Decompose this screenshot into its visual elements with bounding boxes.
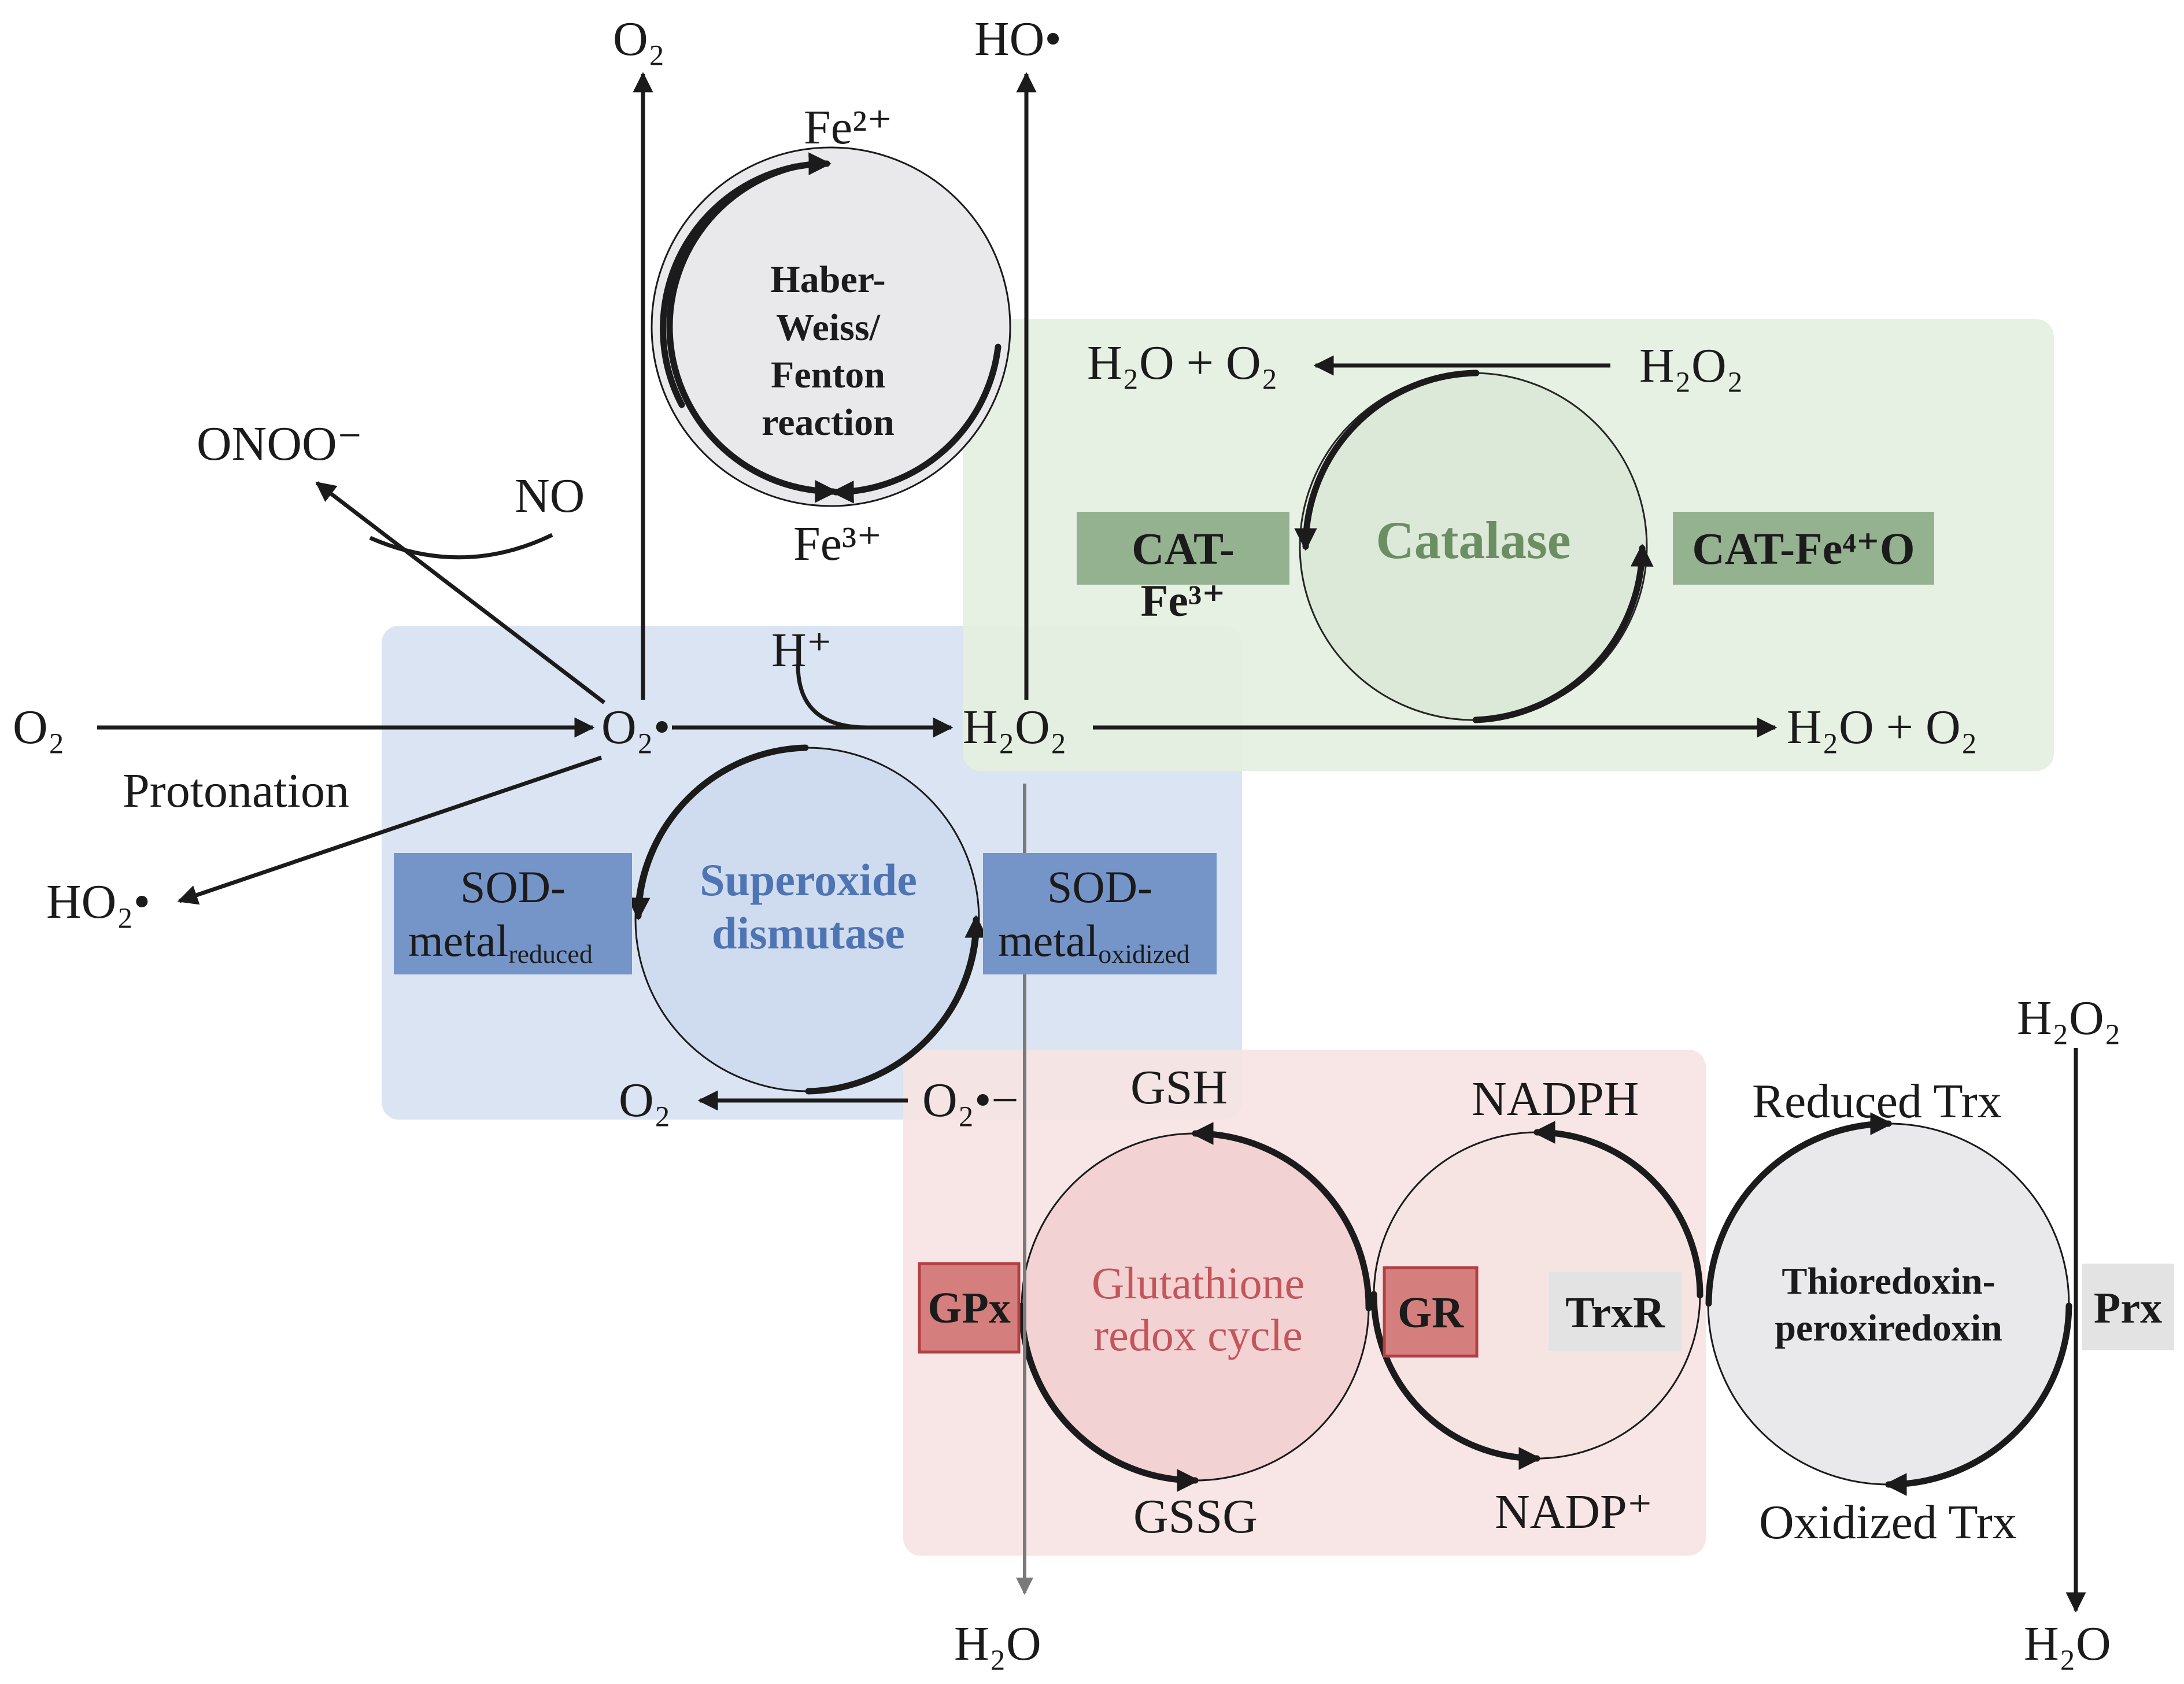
cat-fe3-box — [1077, 512, 1289, 585]
fe2-label: Fe²⁺ — [804, 101, 893, 154]
sod-reduced-metal: metal — [408, 915, 508, 966]
gpx-label: GPx — [927, 1284, 1011, 1332]
sod-reduced-line-1: SOD- — [460, 862, 566, 912]
sod-reduced-subscript: reduced — [508, 939, 593, 969]
sod-oxidized-line-2: metaloxidized — [998, 915, 1190, 969]
superoxide-bottom-label: O₂•− — [922, 1073, 1019, 1127]
thioredoxin-label: Thioredoxin- peroxiredoxin — [1775, 1260, 2002, 1349]
sod-reduced-box — [394, 853, 632, 974]
cat-fe3-line-2: Fe³⁺ — [1141, 575, 1226, 626]
haber-line-1: Haber- — [770, 258, 885, 301]
gr-arrow-down — [1370, 1291, 1542, 1470]
gr-label: GR — [1398, 1288, 1464, 1337]
gsh-arrow-up — [1191, 1122, 1372, 1312]
haber-line-4: reaction — [762, 401, 895, 444]
haber-arrow-down — [831, 344, 1002, 504]
sod-oxidized-box — [983, 853, 1217, 974]
sod-arrow-left — [627, 744, 809, 921]
sod-oxidized-subscript: oxidized — [1098, 939, 1189, 969]
haber-weiss-cycle — [651, 146, 1011, 507]
haber-weiss-label: Haber- Weiss/ Fenton reaction — [762, 258, 895, 444]
cat-fe4-box — [1673, 512, 1934, 585]
superoxide-label: O₂•− — [601, 700, 698, 754]
prx-box — [2082, 1264, 2174, 1350]
trxr-box — [1549, 1272, 1682, 1351]
reduced-trx-label: Reduced Trx — [1752, 1074, 2002, 1128]
h2o2-center-label: H₂O₂ — [963, 700, 1067, 754]
glutathione-line-1: Glutathione — [1092, 1258, 1305, 1308]
h-plus-curve — [796, 664, 868, 730]
haber-line-2: Weiss/ — [776, 306, 881, 349]
sod-reduced-line-2: metalreduced — [408, 915, 593, 969]
sod-line-2: dismutase — [712, 908, 905, 958]
gpx-box — [918, 1262, 1021, 1354]
trxr-label: TrxR — [1565, 1288, 1665, 1337]
h-plus-label: H⁺ — [771, 623, 832, 677]
gssg-label: GSSG — [1133, 1490, 1258, 1543]
prx-label: Prx — [2094, 1284, 2162, 1332]
species-labels: O₂ Protonation HO₂• O₂ ONOO⁻ NO O₂•− H⁺ … — [13, 12, 2121, 1671]
o2-bottom-label: O₂ — [619, 1073, 671, 1127]
trx-arrow-up — [1705, 1112, 1893, 1307]
superoxide-to-ho2-arrow — [177, 755, 603, 905]
cycle-arrows — [627, 152, 2072, 1496]
superoxide-to-onoo-arrow — [315, 481, 606, 704]
h2o-o2-right-label: H₂O + O₂ — [1787, 700, 1978, 754]
o2-left-label: O₂ — [13, 700, 65, 754]
o2-top-label: O₂ — [613, 12, 665, 66]
glutathione-line-2: redox cycle — [1093, 1310, 1303, 1360]
ho-radical-label: HO• — [974, 12, 1062, 66]
nadph-label: NADPH — [1472, 1072, 1639, 1126]
onoo-label: ONOO⁻ — [197, 417, 363, 471]
glutathione-label: Glutathione redox cycle — [1092, 1258, 1305, 1360]
h2o2-prx-label: H₂O₂ — [2017, 991, 2121, 1045]
no-label: NO — [515, 469, 585, 523]
trx-arrow-down — [1884, 1302, 2072, 1496]
sod-line-1: Superoxide — [700, 855, 917, 905]
h2o-bottom-label: H₂O — [954, 1617, 1041, 1671]
gsh-label: GSH — [1130, 1061, 1228, 1114]
catalase-arrow-right — [1472, 544, 1654, 723]
ho2-label: HO₂• — [46, 875, 150, 929]
catalase-arrow-left — [1294, 370, 1480, 551]
thioredoxin-line-1: Thioredoxin- — [1782, 1260, 1995, 1302]
sod-arrow-right — [805, 915, 988, 1095]
reaction-arrows — [97, 72, 2086, 1613]
nadp-label: NADP⁺ — [1495, 1485, 1653, 1539]
gr-arrow-up — [1532, 1121, 1703, 1299]
fe3-label: Fe³⁺ — [793, 517, 882, 571]
sod-oxidized-line-1: SOD- — [1047, 862, 1152, 912]
catalase-label: Catalase — [1376, 511, 1570, 570]
sod-oxidized-metal: metal — [998, 915, 1098, 966]
thioredoxin-line-2: peroxiredoxin — [1775, 1307, 2002, 1349]
haber-arrow-up — [660, 152, 832, 408]
sod-label: Superoxide dismutase — [700, 855, 917, 958]
oxidized-trx-label: Oxidized Trx — [1759, 1495, 2017, 1549]
gr-box — [1383, 1266, 1479, 1358]
cat-fe4-label: CAT-Fe⁴⁺O — [1692, 523, 1915, 574]
cat-fe3-line-1: CAT- — [1132, 523, 1235, 574]
h2o-o2-top-label: H₂O + O₂ — [1087, 336, 1278, 390]
haber-line-3: Fenton — [771, 354, 885, 396]
no-curve — [369, 533, 553, 560]
protonation-label: Protonation — [123, 764, 349, 818]
h2o2-cat-label: H₂O₂ — [1639, 339, 1743, 393]
h2o-prx-label: H₂O — [2024, 1617, 2111, 1671]
